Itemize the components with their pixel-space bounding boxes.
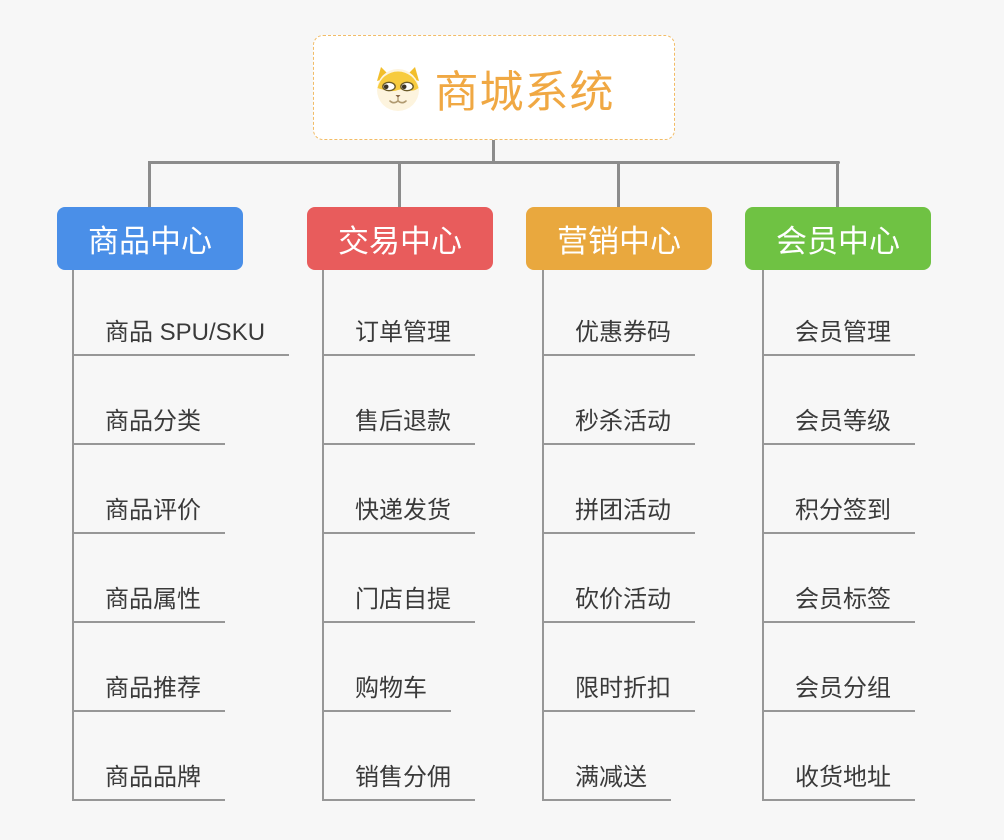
leaf-node[interactable]: 快递发货 bbox=[322, 496, 475, 534]
connector-drop bbox=[617, 161, 620, 208]
dog-face-icon bbox=[374, 64, 422, 112]
leaf-node[interactable]: 订单管理 bbox=[322, 318, 475, 356]
root-node[interactable]: 商城系统 bbox=[313, 35, 675, 140]
leaf-node[interactable]: 限时折扣 bbox=[542, 674, 695, 712]
leaf-node[interactable]: 满减送 bbox=[542, 763, 671, 801]
connector-root-stub bbox=[492, 139, 495, 164]
leaf-node[interactable]: 商品属性 bbox=[72, 585, 225, 623]
connector-rail bbox=[148, 161, 840, 164]
leaf-node[interactable]: 商品推荐 bbox=[72, 674, 225, 712]
leaf-node[interactable]: 销售分佣 bbox=[322, 763, 475, 801]
leaf-node[interactable]: 会员标签 bbox=[762, 585, 915, 623]
leaf-node[interactable]: 会员分组 bbox=[762, 674, 915, 712]
branch-node-product-center[interactable]: 商品中心 bbox=[57, 207, 243, 270]
leaf-node[interactable]: 商品评价 bbox=[72, 496, 225, 534]
branch-node-trade-center[interactable]: 交易中心 bbox=[307, 207, 493, 270]
connector-drop bbox=[148, 161, 151, 208]
branch-children-marketing: 优惠券码 秒杀活动 拼团活动 砍价活动 限时折扣 满减送 bbox=[542, 270, 695, 801]
leaf-node[interactable]: 优惠券码 bbox=[542, 318, 695, 356]
branch-children-member: 会员管理 会员等级 积分签到 会员标签 会员分组 收货地址 bbox=[762, 270, 915, 801]
connector-trunk bbox=[322, 270, 324, 801]
branch-children-product: 商品 SPU/SKU 商品分类 商品评价 商品属性 商品推荐 商品品牌 bbox=[72, 270, 290, 801]
leaf-node[interactable]: 积分签到 bbox=[762, 496, 915, 534]
connector-trunk bbox=[762, 270, 764, 801]
leaf-node[interactable]: 售后退款 bbox=[322, 407, 475, 445]
branch-children-trade: 订单管理 售后退款 快递发货 门店自提 购物车 销售分佣 bbox=[322, 270, 475, 801]
leaf-node[interactable]: 商品分类 bbox=[72, 407, 225, 445]
branch-label: 交易中心 bbox=[338, 224, 462, 259]
leaf-node[interactable]: 购物车 bbox=[322, 674, 451, 712]
leaf-node[interactable]: 商品品牌 bbox=[72, 763, 225, 801]
leaf-node[interactable]: 秒杀活动 bbox=[542, 407, 695, 445]
connector-trunk bbox=[72, 270, 74, 801]
leaf-node[interactable]: 砍价活动 bbox=[542, 585, 695, 623]
branch-label: 会员中心 bbox=[776, 224, 900, 259]
branch-label: 营销中心 bbox=[557, 224, 681, 259]
connector-drop bbox=[398, 161, 401, 208]
connector-drop bbox=[836, 161, 839, 208]
leaf-node[interactable]: 拼团活动 bbox=[542, 496, 695, 534]
leaf-node[interactable]: 会员等级 bbox=[762, 407, 915, 445]
leaf-node[interactable]: 门店自提 bbox=[322, 585, 475, 623]
branch-node-member-center[interactable]: 会员中心 bbox=[745, 207, 931, 270]
leaf-node[interactable]: 商品 SPU/SKU bbox=[72, 318, 290, 356]
root-title: 商城系统 bbox=[434, 67, 615, 117]
branch-label: 商品中心 bbox=[88, 224, 212, 259]
branch-node-marketing-center[interactable]: 营销中心 bbox=[526, 207, 712, 270]
leaf-node[interactable]: 会员管理 bbox=[762, 318, 915, 356]
leaf-node[interactable]: 收货地址 bbox=[762, 763, 915, 801]
connector-trunk bbox=[542, 270, 544, 801]
